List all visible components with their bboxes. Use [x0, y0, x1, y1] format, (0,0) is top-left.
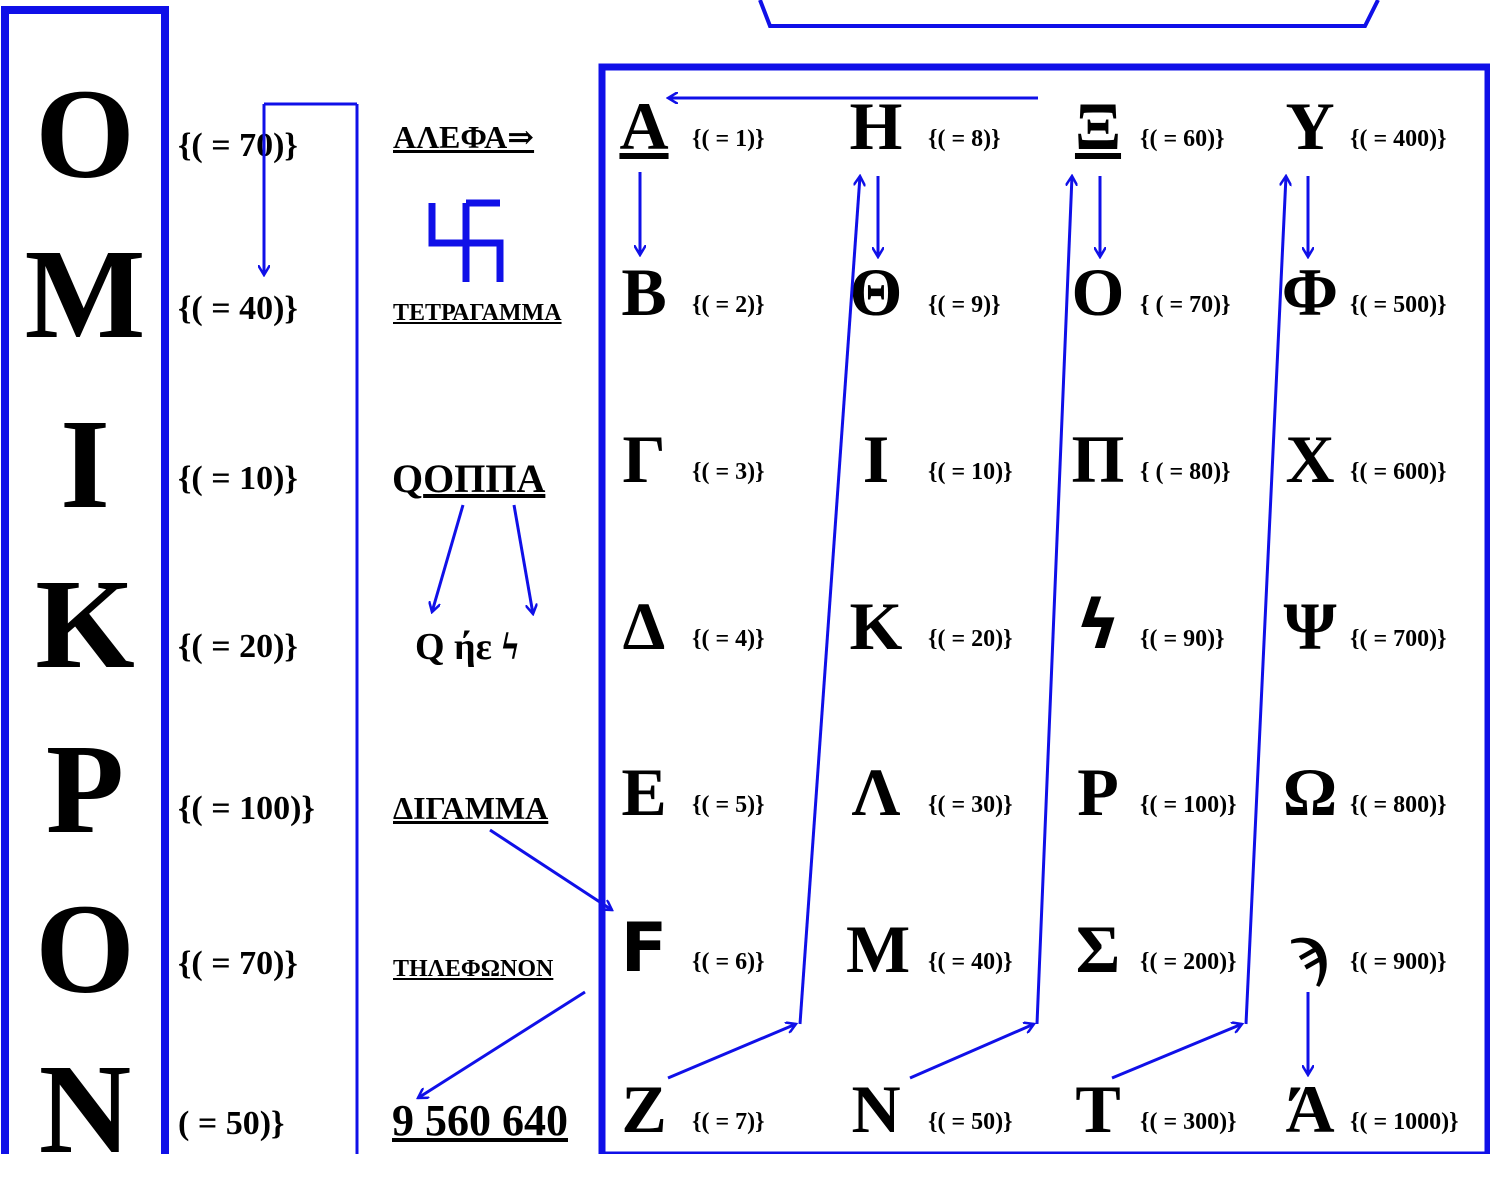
grid-value-2-2: {( = 9)}	[928, 292, 1001, 318]
grid-value-5-4: {( = 800)}	[1350, 792, 1447, 818]
left-letter-4: Κ	[35, 553, 135, 695]
grid-value-7-1: {( = 7)}	[692, 1109, 765, 1135]
left-value-6: {( = 70)}	[178, 945, 298, 982]
grid-letter-3-3: Π	[1071, 421, 1125, 497]
arrow-zeta-diag	[667, 1024, 796, 1080]
grid-letter-2-1: Β	[621, 254, 667, 330]
left-letter-7: Ν	[38, 1038, 132, 1180]
left-value-4: {( = 20)}	[178, 628, 298, 665]
grid-value-6-4: {( = 900)}	[1350, 949, 1447, 975]
grid-value-1-3: {( = 60)}	[1140, 126, 1225, 152]
grid-value-4-4: {( = 700)}	[1350, 626, 1447, 652]
grid-letter-5-1: Ε	[621, 754, 667, 830]
grid-value-5-2: {( = 30)}	[928, 792, 1013, 818]
grid-letter-6-4: ϡ	[1291, 911, 1329, 987]
grid-value-6-3: {( = 200)}	[1140, 949, 1237, 975]
tilefonon-label: ΤΗΛΕΦΩΝΟΝ	[393, 956, 554, 982]
grid-value-3-3: { ( = 80)}	[1140, 459, 1231, 485]
grid-letter-7-3: Τ	[1075, 1071, 1121, 1147]
grid-value-7-4: {( = 1000)}	[1350, 1109, 1459, 1135]
grid-letter-4-3: ϟ	[1075, 586, 1121, 665]
left-word-frame	[1, 6, 169, 1154]
grid-letter-5-4: Ω	[1282, 754, 1338, 830]
grid-letter-4-2: Κ	[849, 588, 903, 664]
grid-letter-5-3: Ρ	[1077, 754, 1119, 830]
arrow-up-to-xi	[1035, 176, 1072, 1025]
grid-value-1-2: {( = 8)}	[928, 126, 1001, 152]
left-value-3: {( = 10)}	[178, 460, 298, 497]
arrow-digamma-to-f	[489, 828, 612, 910]
grid-letter-1-3: Ξ	[1074, 88, 1122, 164]
grid-value-3-1: {( = 3)}	[692, 459, 765, 485]
alefa-label: ΑΛΕΦΑ⇒	[393, 118, 534, 156]
arrow-tau-diag	[1111, 1024, 1242, 1080]
grid-value-5-1: {( = 5)}	[692, 792, 765, 818]
q-or-koppa: Q ήε ϟ	[415, 626, 519, 668]
grid-letter-7-1: Ζ	[621, 1071, 667, 1147]
grid-value-1-4: {( = 400)}	[1350, 126, 1447, 152]
grid-value-4-2: {( = 20)}	[928, 626, 1013, 652]
left-letter-3: Ι	[60, 393, 110, 535]
left-value-1: {( = 70)}	[178, 127, 298, 164]
grid-letter-3-4: Χ	[1285, 421, 1335, 497]
grid-value-7-3: {( = 300)}	[1140, 1109, 1237, 1135]
left-value-5: {( = 100)}	[178, 790, 315, 827]
grid-letter-3-2: Ι	[862, 421, 890, 497]
grid-value-3-4: {( = 600)}	[1350, 459, 1447, 485]
tetragamma-symbol	[428, 199, 504, 282]
arrow-qoppa-left	[432, 504, 465, 612]
grid-value-4-3: {( = 90)}	[1140, 626, 1225, 652]
arrow-qoppa-right	[512, 504, 533, 614]
tetragamma-label: ΤΕΤΡΑΓΑΜΜΑ	[393, 300, 562, 326]
arrow-up-to-eta	[798, 176, 860, 1025]
grid-value-1-1: {( = 1)}	[692, 126, 765, 152]
arrow-tilefonon-to-phone	[418, 990, 586, 1098]
grid-letter-1-2: Η	[849, 88, 903, 164]
left-letter-2: Μ	[24, 223, 146, 365]
top-trapezoid	[758, 0, 1380, 28]
grid-letter-6-3: Σ	[1075, 911, 1121, 987]
alefa-text: ΑΛΕΦΑ⇒	[393, 119, 535, 155]
grid-value-6-1: {( = 6)}	[692, 949, 765, 975]
grid-letter-1-4: Υ	[1285, 88, 1335, 164]
left-letter-1: Ο	[35, 63, 135, 205]
grid-value-7-2: {( = 50)}	[928, 1109, 1013, 1135]
grid-letter-7-2: Ν	[851, 1071, 901, 1147]
qoppa-q: Q	[392, 456, 424, 501]
grid-letter-2-2: Θ	[849, 254, 903, 330]
grid-value-5-3: {( = 100)}	[1140, 792, 1237, 818]
grid-letter-3-1: Γ	[622, 421, 666, 497]
grid-letter-4-1: Δ	[622, 588, 666, 664]
grid-letter-1-1: Α	[619, 88, 669, 164]
arrow-nu-diag	[909, 1024, 1034, 1080]
left-value-2: {( = 40)}	[178, 290, 298, 327]
grid-letter-2-4: Φ	[1281, 254, 1339, 330]
grid-value-2-4: {( = 500)}	[1350, 292, 1447, 318]
grid-value-2-3: { ( = 70)}	[1140, 292, 1231, 318]
phone-number: 9 560 640	[392, 1096, 568, 1145]
grid-letter-2-3: Ο	[1071, 254, 1125, 330]
grid-value-6-2: {( = 40)}	[928, 949, 1013, 975]
grid-letter-6-1: F	[620, 909, 668, 988]
grid-letter-5-2: Λ	[851, 754, 901, 830]
left-letter-6: Ο	[35, 878, 135, 1020]
digamma-label: ΔΙΓΑΜΜΑ	[393, 790, 549, 826]
left-letter-5: Ρ	[45, 718, 125, 860]
grid-letter-6-2: Μ	[846, 911, 911, 987]
grid-letter-7-4: Ά	[1285, 1071, 1335, 1147]
grid-value-2-1: {( = 2)}	[692, 292, 765, 318]
grid-value-4-1: {( = 4)}	[692, 626, 765, 652]
qoppa-label: QΟΠΠΑ	[392, 455, 545, 502]
grid-value-3-2: {( = 10)}	[928, 459, 1013, 485]
arrow-layer	[0, 0, 1490, 1154]
grid-frame	[598, 63, 1490, 1154]
arrow-up-to-upsilon	[1244, 176, 1286, 1025]
qoppa-rest: ΟΠΠΑ	[423, 456, 546, 501]
left-value-7: ( = 50)}	[178, 1105, 285, 1142]
frame-layer	[1, 0, 1490, 1154]
grid-letter-4-4: Ψ	[1283, 588, 1337, 664]
